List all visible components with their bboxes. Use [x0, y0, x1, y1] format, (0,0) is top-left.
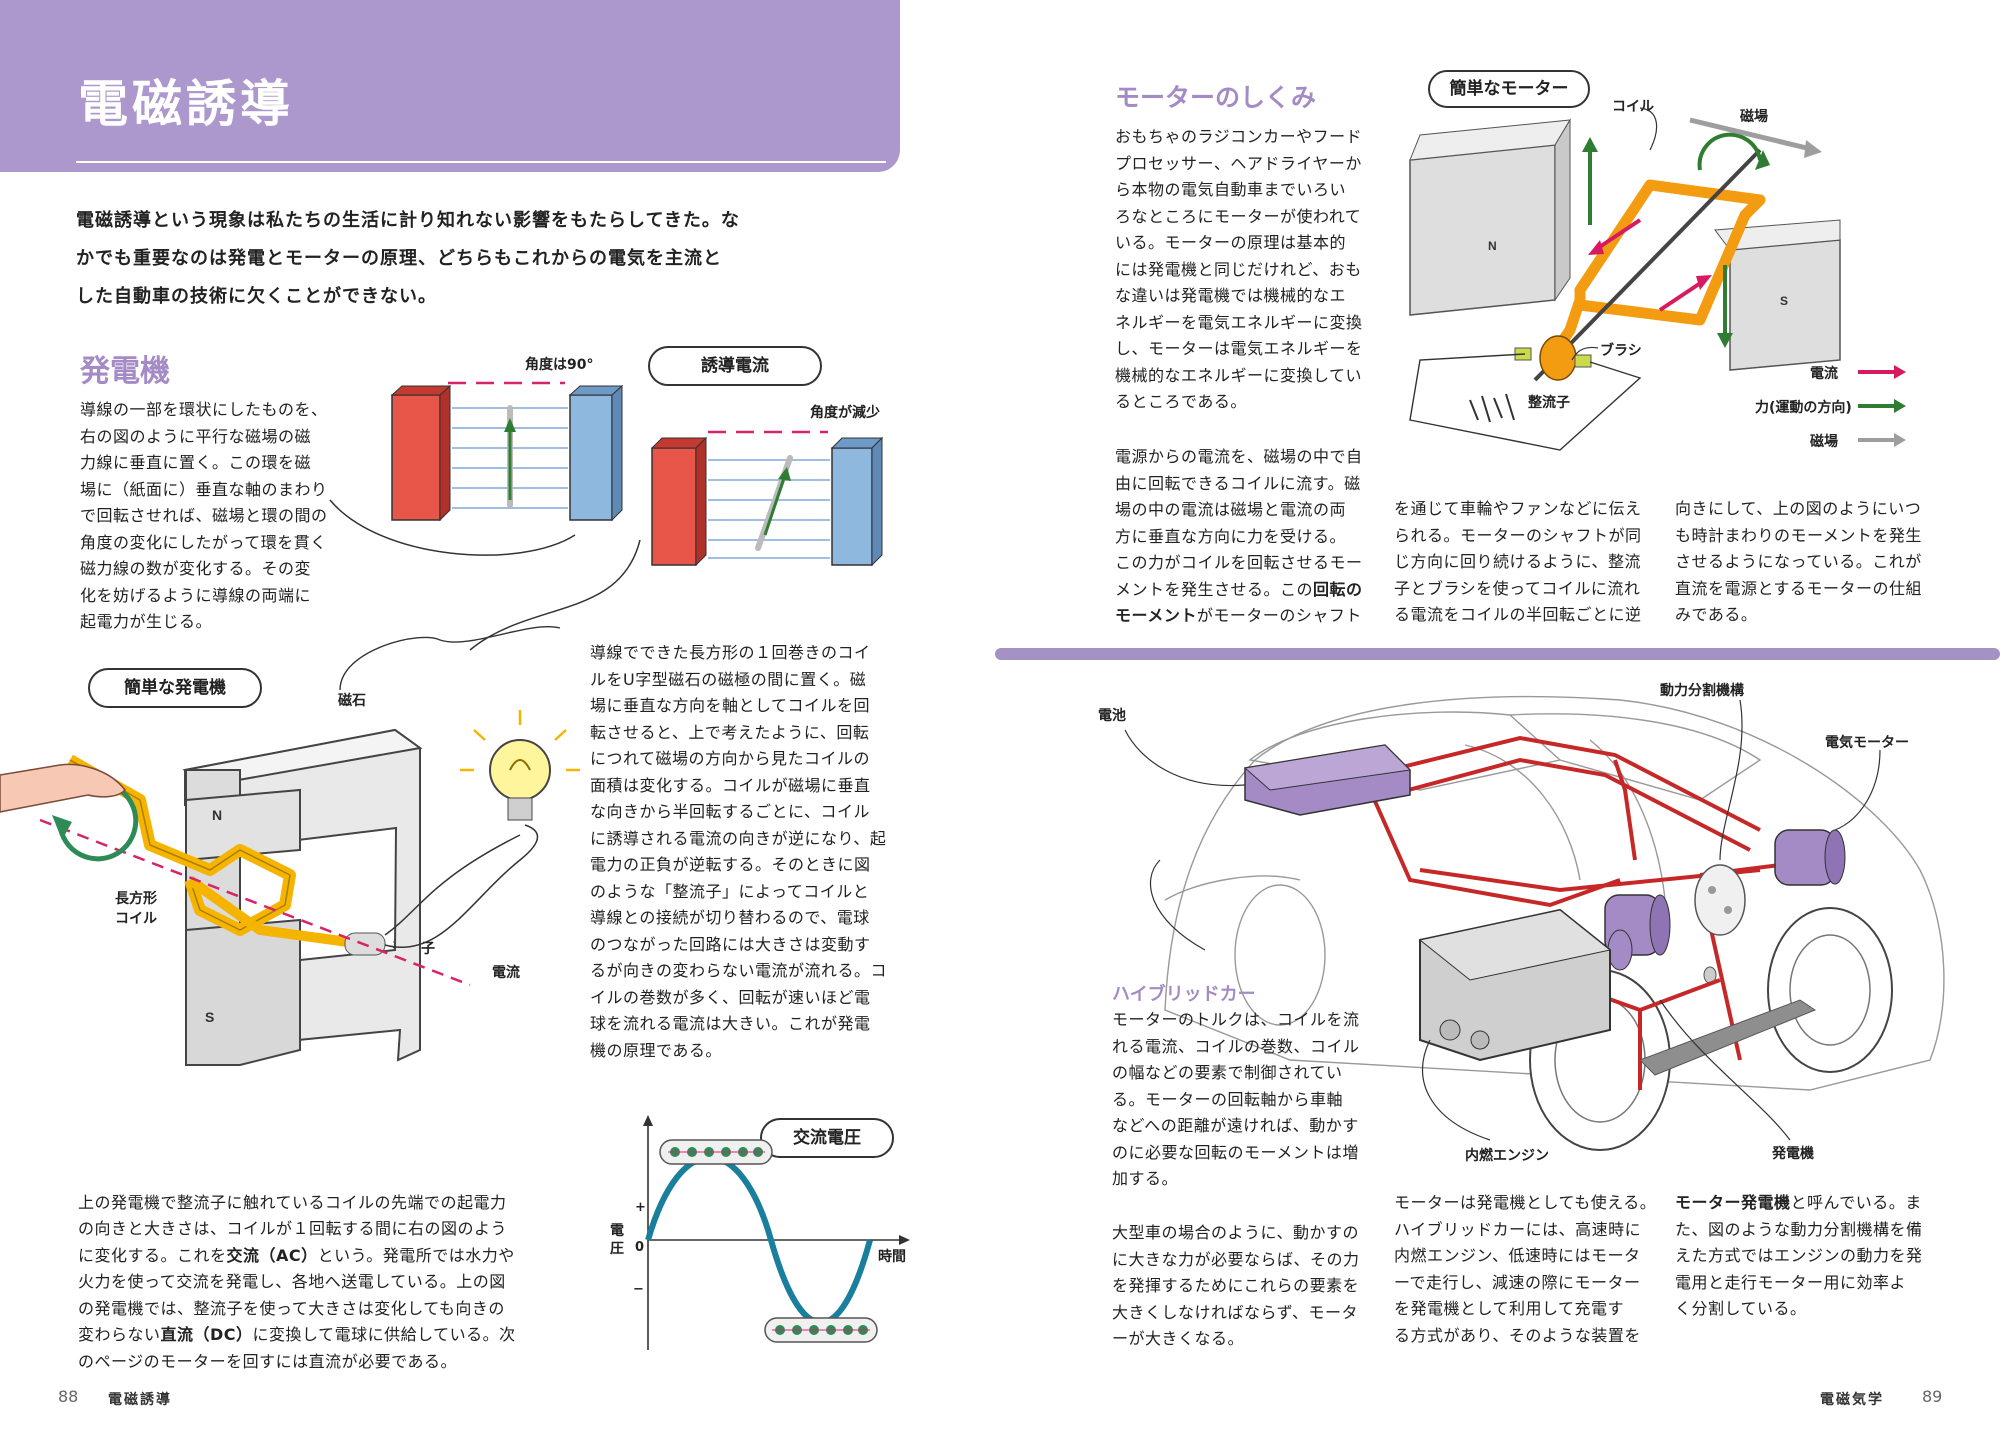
battery-label: 電池 [1098, 708, 1126, 724]
light-bulb [460, 710, 580, 821]
zero-mark: 0 [635, 1240, 645, 1255]
plus-mark: + [635, 1200, 646, 1215]
motor-text-3: を通じて車輪やファンなどに伝え られる。モーターのシャフトが同 じ方向に回り続け… [1394, 499, 1642, 624]
dc-term: 直流（DC） [160, 1325, 253, 1344]
brush-label: ブラシ [1600, 343, 1642, 359]
ac-text-b: という。発電所では水力や 火力を使って交流を発電し、各地へ送電している。上の図 … [78, 1245, 515, 1345]
motor-s-letter: S [1780, 294, 1788, 308]
legend-current: 電流 [1810, 366, 1838, 382]
engine-label: 内燃エンジン [1465, 1148, 1549, 1164]
motor-heading: モーターのしくみ [1115, 83, 1317, 112]
page-title: 電磁誘導 [78, 75, 294, 133]
s-pole-letter: S [205, 1009, 214, 1025]
legend-field: 磁場 [1810, 434, 1838, 450]
generator-text: 導線の一部を環状にしたものを、 右の図のように平行な磁場の磁 力線に垂直に置く。… [80, 400, 328, 631]
legend-force: 力(運動の方向) [1755, 400, 1852, 416]
time-axis-label: 時間 [878, 1249, 906, 1265]
ac-text-a: 上の発電機で整流子に触れているコイルの先端での起電力 の向きと大きさは、コイルが… [78, 1192, 508, 1265]
motor-generator-term: モーター発電機 [1675, 1193, 1791, 1212]
u-magnet [182, 728, 423, 1066]
electric-motor-label: 電気モーター [1825, 735, 1909, 751]
angle-decrease-label: 角度が減少 [810, 405, 880, 421]
intro-text: 電磁誘導という現象は私たちの生活に計り知れない影響をもたらしてきた。な かでも重… [76, 210, 740, 307]
electric-motor [1774, 829, 1846, 886]
page-number-left: 88 [58, 1387, 79, 1406]
ac-text: 上の発電機で整流子に触れているコイルの先端での起電力 の向きと大きさは、コイルが… [78, 1163, 598, 1375]
red-magnet-2 [650, 436, 708, 567]
minus-mark: − [633, 1282, 644, 1297]
motor-text-2b: がモーターのシャフト [1196, 606, 1362, 625]
motor-text-4: 向きにして、上の図のようにいつ も時計まわりのモーメントを発生 させるようになっ… [1675, 499, 1923, 624]
power-split-label: 動力分割機構 [1660, 683, 1744, 699]
hybrid-heading: ハイブリッドカー [1112, 984, 1256, 1005]
angle-90-label: 角度は90° [525, 357, 594, 373]
motor-text-1: おもちゃのラジコンカーやフード プロセッサー、ヘアドライヤーか ら本物の電気自動… [1115, 127, 1363, 411]
simple-motor-pill: 簡単なモーター [1428, 70, 1590, 108]
induced-current-pill: 誘導電流 [648, 346, 822, 386]
coil-label: 長方形 コイル [115, 891, 157, 927]
hybrid-text-3: モーターは発電機としても使える。 ハイブリッドカーには、高速時に 内燃エンジン、… [1394, 1193, 1657, 1345]
hybrid-text-2: 大型車の場合のように、動かすの に大きな力が必要ならば、その力 を発揮するために… [1112, 1223, 1360, 1348]
hybrid-text-1: モーターのトルクは、コイルを流 れる電流、コイルの巻数、コイル の幅などの要素で… [1112, 1010, 1360, 1188]
moment-term: 回転の モーメント [1115, 579, 1363, 626]
battery-pack [1243, 744, 1412, 816]
blue-magnet-2 [830, 436, 884, 567]
motor-text-2a: 電源からの電流を、磁場の中で自 由に回転できるコイルに流す。磁 場の中の電流は磁… [1115, 447, 1363, 599]
hybrid-text-4: モーター発電機と呼んでいる。ま た、図のような動力分割機構を備 えた方式ではエン… [1675, 1190, 1940, 1323]
motor-n-letter: N [1488, 239, 1497, 253]
simple-generator-pill: 簡単な発電機 [88, 668, 262, 708]
electron-tube-top [659, 1139, 773, 1165]
voltage-axis-label: 電圧 [610, 1223, 624, 1257]
footer-right-label: 電磁気学 [1820, 1392, 1884, 1408]
magnet-label: 磁石 [338, 693, 366, 709]
blue-magnet-1 [568, 384, 624, 522]
motor-field-label: 磁場 [1740, 109, 1768, 125]
motor-n-block [1409, 118, 1571, 316]
ac-term: 交流（AC） [226, 1245, 318, 1265]
footer-left-label: 電磁誘導 [108, 1392, 172, 1408]
motor-s-block [1714, 219, 1841, 371]
n-pole-letter: N [212, 807, 222, 823]
section-divider [995, 648, 2000, 660]
current-label: 電流 [492, 965, 520, 981]
page-number-right: 89 [1922, 1387, 1943, 1406]
hybrid-text-4-body: と呼んでいる。ま た、図のような動力分割機構を備 えた方式ではエンジンの動力を発… [1675, 1193, 1923, 1318]
motor-commutator-label: 整流子 [1528, 395, 1570, 411]
sine-wave [645, 1154, 873, 1326]
title-band [0, 0, 900, 172]
red-magnet-1 [390, 384, 452, 522]
simple-generator-text: 導線でできた長方形の１回巻きのコイ ルをU字型磁石の磁極の間に置く。磁 場に垂直… [590, 643, 888, 1060]
ac-text-c: に変換して電球に供給している。次 のページのモーターを回すには直流が必要である。 [78, 1325, 516, 1371]
ac-voltage-pill: 交流電圧 [760, 1118, 894, 1158]
motor-text-2: 電源からの電流を、磁場の中で自 由に回転できるコイルに流す。磁 場の中の電流は磁… [1115, 444, 1375, 630]
power-split-device [1694, 864, 1746, 936]
generator-heading: 発電機 [80, 354, 170, 389]
motor-coil-label: コイル [1612, 99, 1654, 115]
generator-label: 発電機 [1772, 1146, 1814, 1162]
generator-unit [1604, 894, 1671, 971]
title-underline [76, 161, 886, 163]
electron-tube-bottom [764, 1317, 878, 1343]
combustion-engine [1418, 908, 1612, 1062]
